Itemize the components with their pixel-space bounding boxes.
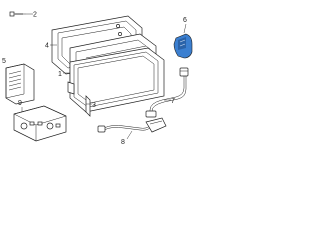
leader-line-6 [183, 23, 187, 34]
callout-6: 6 [183, 17, 187, 24]
callout-4: 4 [45, 43, 49, 50]
cable-bracket-part [97, 117, 167, 133]
callout-9: 9 [18, 100, 22, 107]
leader-line-8 [126, 130, 133, 140]
control-module-part [5, 63, 35, 105]
parts-diagram: 2 3 4 1 5 6 7 8 9 [2, 11, 193, 146]
climate-control-panel-part [13, 105, 67, 142]
callout-2: 2 [33, 12, 37, 19]
callout-7: 7 [171, 98, 175, 105]
wiring-harness-part [145, 67, 189, 118]
callout-8: 8 [121, 139, 125, 146]
screw-part [9, 11, 26, 17]
connector-part-highlighted [173, 33, 193, 59]
callout-1: 1 [58, 71, 62, 78]
front-display-panel-part [67, 47, 165, 117]
callout-5: 5 [2, 58, 6, 65]
callout-3: 3 [92, 102, 96, 109]
